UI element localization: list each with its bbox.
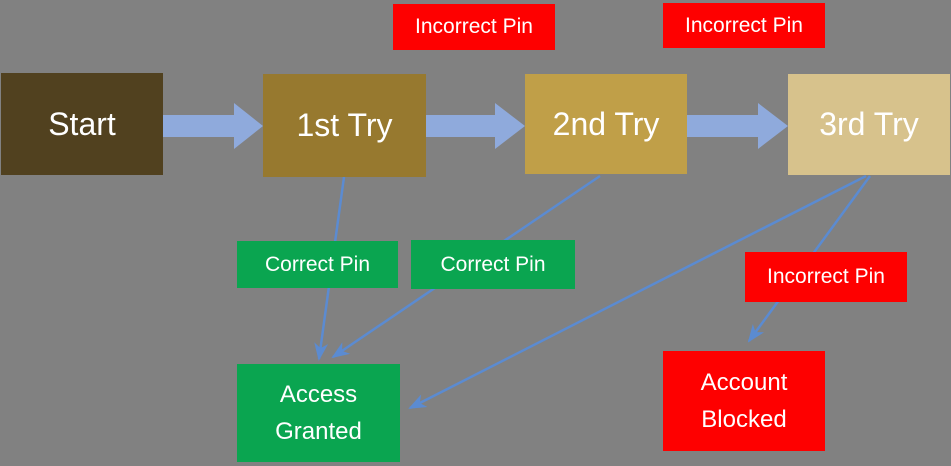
edge-label-text: Correct Pin	[264, 252, 371, 276]
node-start: Start	[1, 73, 163, 175]
node-1st-try: 1st Try	[263, 74, 426, 177]
edge-label-incorrect-pin-top-1: Incorrect Pin	[393, 4, 555, 50]
edge-label-text: Incorrect Pin	[685, 13, 803, 37]
node-account-blocked-label: Account Blocked	[700, 368, 788, 433]
edge-label-incorrect-pin-right: Incorrect Pin	[745, 252, 907, 302]
edge-label-text: Incorrect Pin	[767, 265, 885, 288]
edge-label-text: Correct Pin	[440, 252, 546, 276]
node-3rd-try-label: 3rd Try	[819, 106, 919, 142]
node-3rd-try: 3rd Try	[788, 74, 950, 175]
edge-label-correct-pin-2: Correct Pin	[411, 240, 575, 289]
block-arrow-try2-to-try3	[687, 103, 788, 149]
node-2nd-try: 2nd Try	[525, 74, 687, 174]
node-access-granted: Access Granted	[237, 364, 400, 462]
edge-label-text: Incorrect Pin	[415, 15, 533, 38]
connector-try3-to-access-granted	[408, 174, 867, 410]
node-2nd-try-label: 2nd Try	[552, 105, 660, 142]
edge-label-correct-pin-1: Correct Pin	[237, 241, 398, 288]
block-arrow-start-to-try1	[163, 103, 263, 149]
node-account-blocked: Account Blocked	[663, 351, 825, 451]
node-access-granted-label: Access Granted	[275, 380, 362, 445]
block-arrows	[163, 103, 788, 149]
node-1st-try-label: 1st Try	[296, 107, 393, 143]
node-start-label: Start	[48, 105, 116, 142]
edge-label-incorrect-pin-top-2: Incorrect Pin	[663, 3, 825, 48]
block-arrow-try1-to-try2	[426, 103, 525, 149]
